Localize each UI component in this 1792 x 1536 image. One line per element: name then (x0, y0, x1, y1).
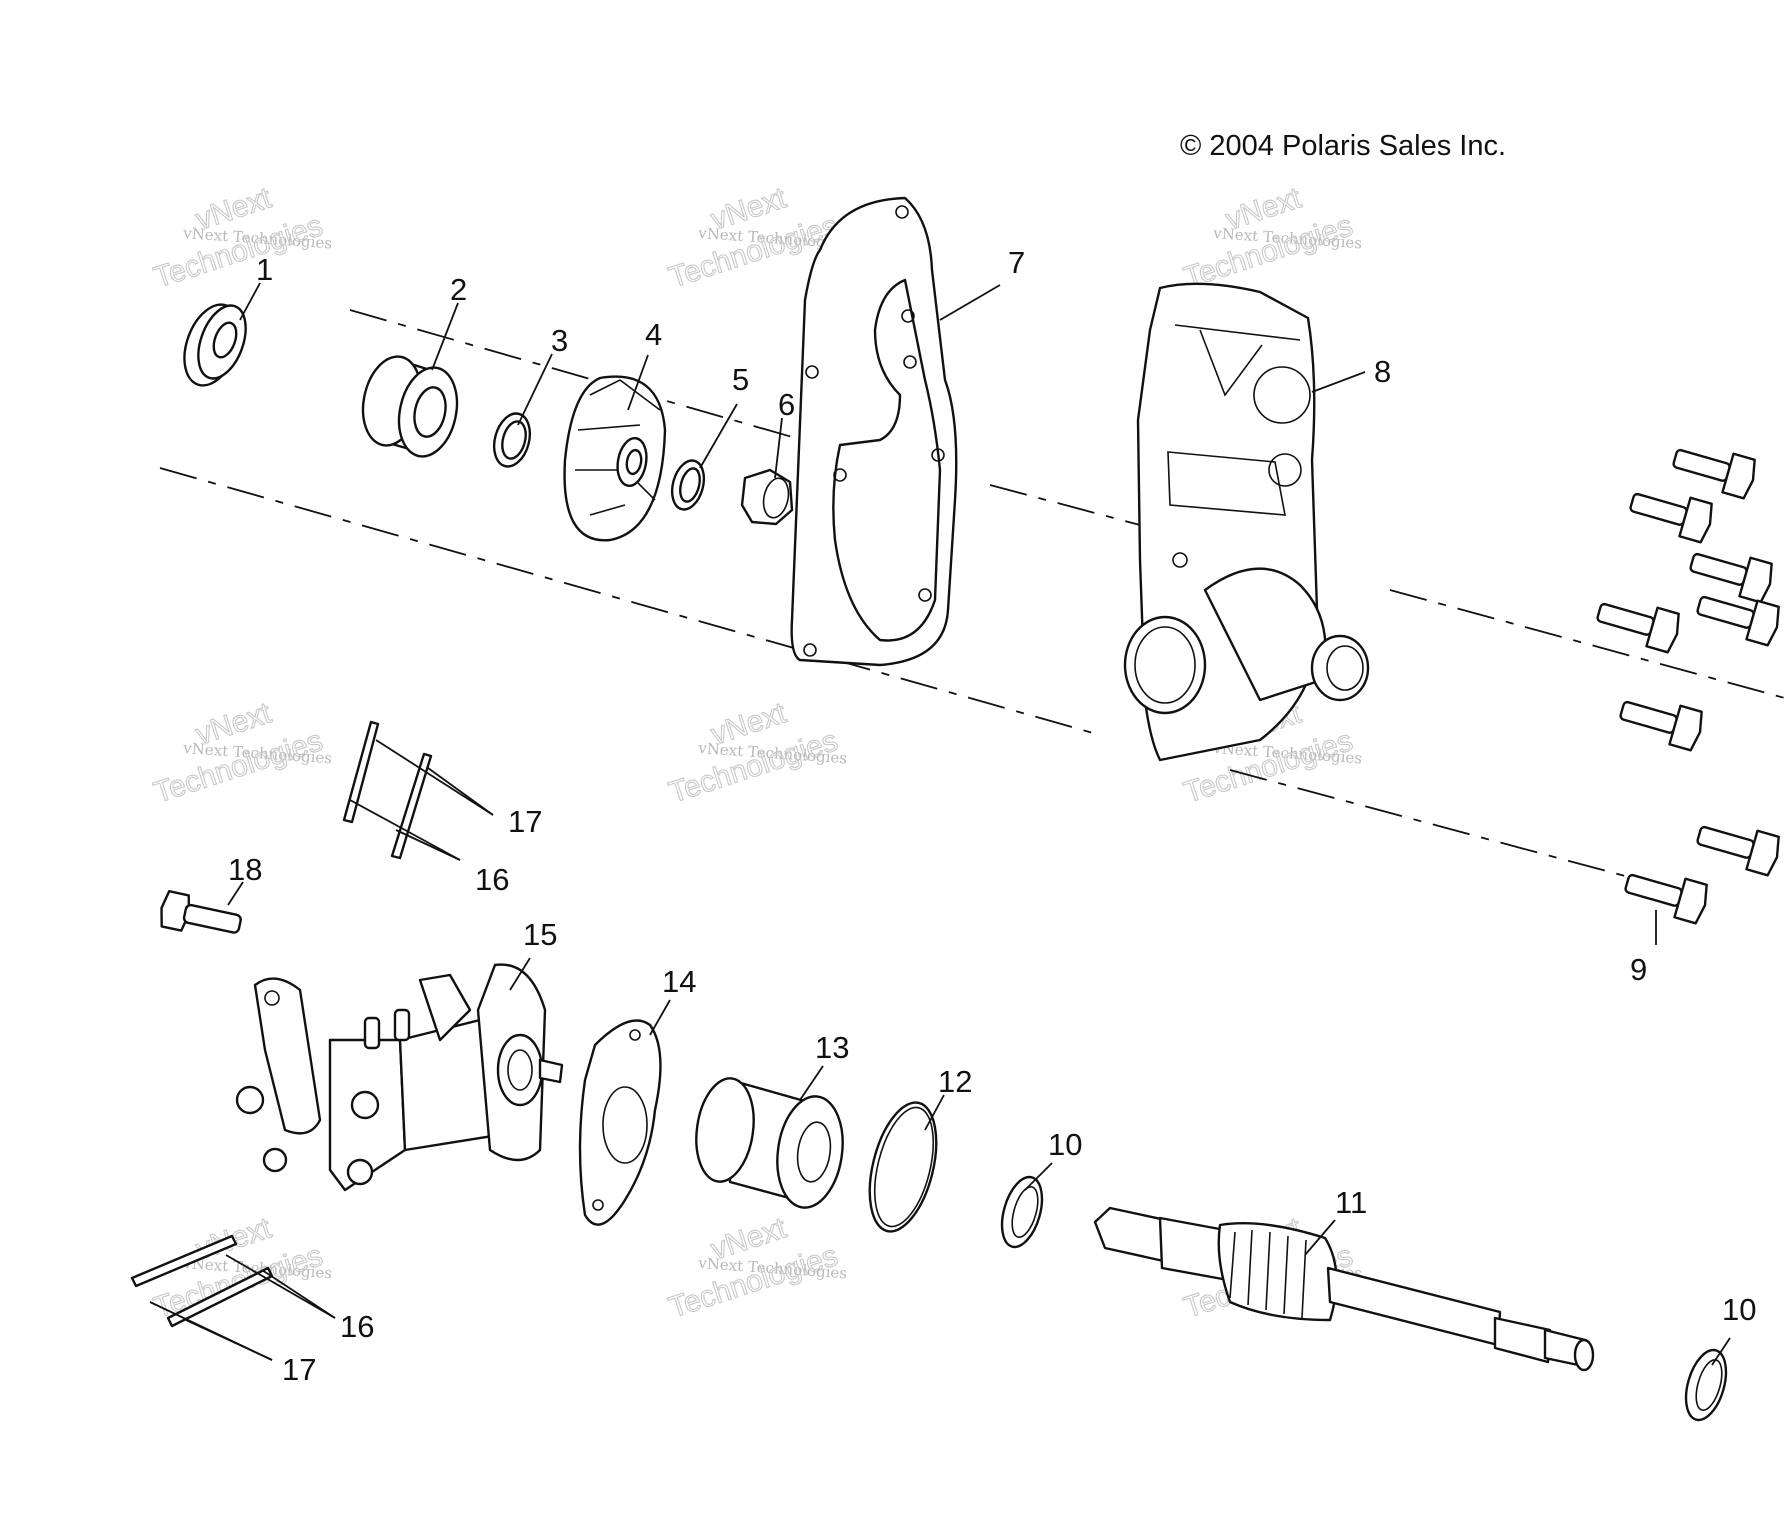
callout-2: 2 (450, 272, 467, 307)
part-6-nut (740, 468, 794, 526)
callout-6: 6 (778, 387, 795, 422)
callout-5: 5 (732, 362, 749, 397)
callout-17b: 17 (282, 1352, 316, 1387)
callout-1: 1 (256, 252, 273, 287)
callout-10a: 10 (1048, 1127, 1082, 1162)
part-7-gasket (790, 196, 958, 667)
part-1-seal (183, 303, 247, 387)
part-2-bearing (361, 355, 459, 458)
part-9-bolt-group (1596, 448, 1780, 925)
callout-12: 12 (938, 1064, 972, 1099)
bolt (1619, 700, 1703, 752)
watermark-8: vNext vNext Technologies Technologies (664, 1211, 847, 1325)
callout-8: 8 (1374, 354, 1391, 389)
callout-10b: 10 (1722, 1292, 1756, 1327)
callout-17a: 17 (508, 804, 542, 839)
bolt (1689, 552, 1773, 604)
callout-18: 18 (228, 852, 262, 887)
bolt (1596, 602, 1680, 654)
watermark-3: vNext vNext Technologies Technologies (1179, 181, 1362, 295)
callout-4: 4 (645, 317, 662, 352)
callout-16b: 16 (340, 1309, 374, 1344)
part-16-17-pins-lower (130, 1234, 274, 1328)
axis-lower (159, 467, 1101, 736)
callout-16a: 16 (475, 862, 509, 897)
part-4-impeller (563, 375, 667, 542)
callout-14: 14 (662, 964, 696, 999)
part-10-washer-a (1000, 1175, 1044, 1249)
axis-upper (349, 309, 821, 446)
part-12-o-ring (868, 1101, 938, 1233)
part-14-gasket (578, 1019, 662, 1226)
bolt (1672, 448, 1756, 500)
callout-11: 11 (1335, 1185, 1367, 1220)
part-18-bolt (160, 890, 242, 934)
part-13-bushing (695, 1077, 844, 1209)
bolt (1629, 492, 1713, 544)
callout-15: 15 (523, 917, 557, 952)
part-8-cover (1123, 282, 1370, 762)
axis-bolt-9 (1229, 769, 1641, 881)
axis-cover-right (989, 484, 1141, 526)
callout-13: 13 (815, 1030, 849, 1065)
assembly-axis-lines (159, 309, 1792, 881)
bolt (1696, 825, 1780, 877)
part-5-washer (670, 459, 706, 511)
part-3-washer (492, 412, 532, 468)
part-15-oil-pump (235, 963, 564, 1192)
watermark-5: vNext vNext Technologies Technologies (664, 696, 847, 810)
leader-lines (149, 282, 1731, 1366)
callout-labels: 1 2 3 4 5 6 7 8 9 10 10 11 12 13 14 15 1… (228, 245, 1756, 1387)
callout-9: 9 (1630, 952, 1647, 987)
watermark-1: vNext vNext Technologies Technologies (149, 181, 332, 295)
callout-7: 7 (1008, 245, 1025, 280)
copyright-text: © 2004 Polaris Sales Inc. (1180, 130, 1506, 162)
callout-3: 3 (551, 323, 568, 358)
bolt (1696, 595, 1780, 647)
part-10-washer-b (1684, 1348, 1728, 1422)
watermark-4: vNext vNext Technologies Technologies (149, 696, 332, 810)
part-11-shaft (1093, 1206, 1595, 1372)
bolt-9 (1624, 873, 1708, 925)
